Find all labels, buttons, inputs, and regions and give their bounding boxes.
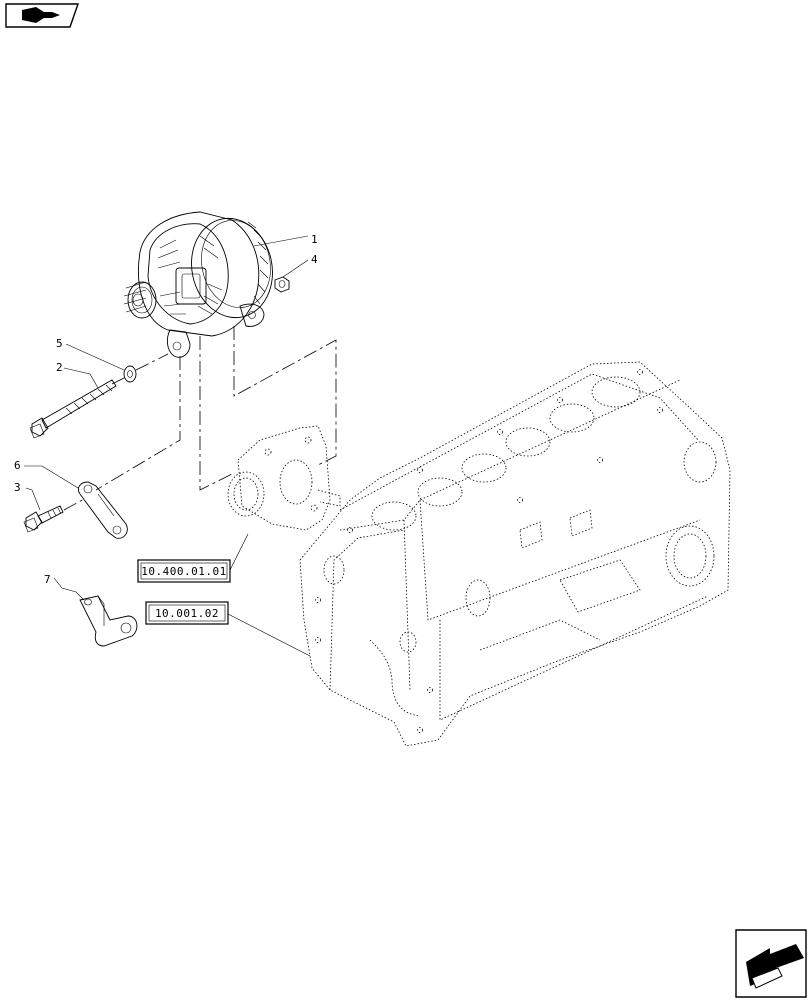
reference-box-10-400-01-01[interactable]: 10.400.01.01 <box>137 559 231 583</box>
book-page-icon[interactable] <box>5 3 79 28</box>
bracket-plate-part[interactable] <box>79 595 138 647</box>
leader-lines <box>24 235 311 657</box>
assembly-lines <box>63 326 337 511</box>
washer-part[interactable] <box>123 365 137 383</box>
callout-1: 1 <box>311 233 318 246</box>
callout-4: 4 <box>311 253 318 266</box>
callout-7: 7 <box>44 573 51 586</box>
short-bolt-part[interactable] <box>23 505 64 533</box>
callout-2: 2 <box>56 361 63 374</box>
long-bolt-part[interactable] <box>29 379 117 439</box>
callout-5: 5 <box>56 337 63 350</box>
engine-block-outline <box>299 361 731 747</box>
next-page-arrow-icon[interactable] <box>735 929 807 998</box>
reference-label: 10.001.02 <box>155 607 219 620</box>
alternator-part[interactable] <box>123 211 282 358</box>
bracket-strap-part[interactable] <box>77 481 128 539</box>
nut-part[interactable] <box>274 276 290 293</box>
reference-label: 10.400.01.01 <box>141 565 226 578</box>
callout-6: 6 <box>14 459 21 472</box>
callout-3: 3 <box>14 481 21 494</box>
reference-box-10-001-02[interactable]: 10.001.02 <box>145 601 229 625</box>
pump-housing-outline <box>227 425 341 531</box>
